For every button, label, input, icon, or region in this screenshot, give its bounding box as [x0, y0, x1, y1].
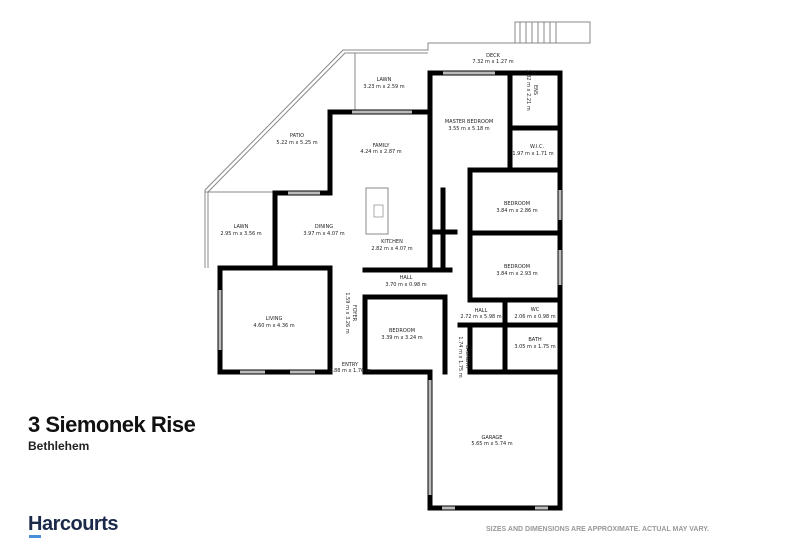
property-suburb: Bethlehem	[28, 439, 90, 453]
svg-text:DINING: DINING	[315, 224, 333, 230]
room-wc: WC2.06 m x 0.98 m	[514, 307, 555, 320]
svg-text:3.23 m x 2.59 m: 3.23 m x 2.59 m	[363, 84, 404, 90]
svg-text:1.59 m x 3.26 m: 1.59 m x 3.26 m	[344, 292, 350, 333]
svg-text:LAUNDRY: LAUNDRY	[464, 345, 470, 370]
svg-text:FOYER: FOYER	[351, 305, 357, 322]
svg-text:HALL: HALL	[475, 308, 488, 314]
svg-text:BEDROOM: BEDROOM	[389, 328, 415, 334]
svg-text:1.82 m x 2.21 m: 1.82 m x 2.21 m	[525, 69, 531, 110]
svg-text:2.82 m x 4.07 m: 2.82 m x 4.07 m	[371, 246, 412, 252]
svg-text:3.55 m x 5.18 m: 3.55 m x 5.18 m	[448, 126, 489, 132]
svg-text:3.97 m x 4.07 m: 3.97 m x 4.07 m	[303, 231, 344, 237]
svg-text:3.70 m x 0.98 m: 3.70 m x 0.98 m	[385, 282, 426, 288]
svg-text:PATIO: PATIO	[290, 133, 304, 139]
room-wic: W.I.C.1.97 m x 1.71 m	[512, 144, 553, 157]
property-address: 3 Siemonek Rise	[28, 412, 196, 437]
svg-text:BATH: BATH	[528, 337, 542, 343]
svg-text:WC: WC	[531, 307, 540, 313]
svg-text:4.24 m x 2.87 m: 4.24 m x 2.87 m	[360, 149, 401, 155]
svg-text:HALL: HALL	[400, 275, 413, 281]
svg-text:LAWN: LAWN	[234, 224, 249, 230]
svg-text:MASTER BEDROOM: MASTER BEDROOM	[445, 119, 493, 125]
svg-text:LIVING: LIVING	[266, 316, 283, 322]
windows	[218, 71, 562, 510]
svg-text:1.74 m x 1.75 m: 1.74 m x 1.75 m	[457, 336, 463, 377]
svg-text:BEDROOM: BEDROOM	[504, 201, 530, 207]
svg-text:ENTRY: ENTRY	[342, 362, 359, 368]
svg-text:BEDROOM: BEDROOM	[504, 264, 530, 270]
svg-text:4.60 m x 4.36 m: 4.60 m x 4.36 m	[253, 323, 294, 329]
deck-stairs	[519, 22, 557, 43]
svg-text:W.I.C.: W.I.C.	[530, 144, 545, 150]
svg-text:5.65 m x 5.74 m: 5.65 m x 5.74 m	[471, 441, 512, 447]
svg-text:ENS: ENS	[532, 85, 538, 95]
svg-text:FAMILY: FAMILY	[373, 143, 391, 149]
svg-text:2.06 m x 0.98 m: 2.06 m x 0.98 m	[514, 314, 555, 320]
svg-text:3.84 m x 2.93 m: 3.84 m x 2.93 m	[496, 271, 537, 277]
logo-underline	[29, 535, 41, 538]
svg-text:7.32 m x 1.27 m: 7.32 m x 1.27 m	[472, 59, 513, 65]
svg-text:LAWN: LAWN	[377, 77, 392, 83]
harcourts-logo: Harcourts	[28, 513, 118, 535]
svg-text:1.97 m x 1.71 m: 1.97 m x 1.71 m	[512, 151, 553, 157]
svg-text:DECK: DECK	[486, 53, 501, 59]
svg-text:KITCHEN: KITCHEN	[381, 239, 403, 245]
kitchen-island	[365, 187, 389, 235]
svg-text:3.84 m x 2.86 m: 3.84 m x 2.86 m	[496, 208, 537, 214]
svg-text:5.22 m x 5.25 m: 5.22 m x 5.25 m	[276, 140, 317, 146]
outdoor-outline	[204, 21, 591, 268]
svg-text:2.72 m x 5.98 m: 2.72 m x 5.98 m	[460, 314, 501, 320]
svg-text:3.39 m x 3.24 m: 3.39 m x 3.24 m	[381, 335, 422, 341]
disclaimer: SIZES AND DIMENSIONS ARE APPROXIMATE. AC…	[486, 526, 710, 533]
svg-text:GARAGE: GARAGE	[482, 435, 503, 441]
svg-text:1.88 m x 1.76 m: 1.88 m x 1.76 m	[329, 368, 370, 374]
svg-text:2.95 m x 3.56 m: 2.95 m x 3.56 m	[220, 231, 261, 237]
svg-text:3.05 m x 1.75 m: 3.05 m x 1.75 m	[514, 344, 555, 350]
